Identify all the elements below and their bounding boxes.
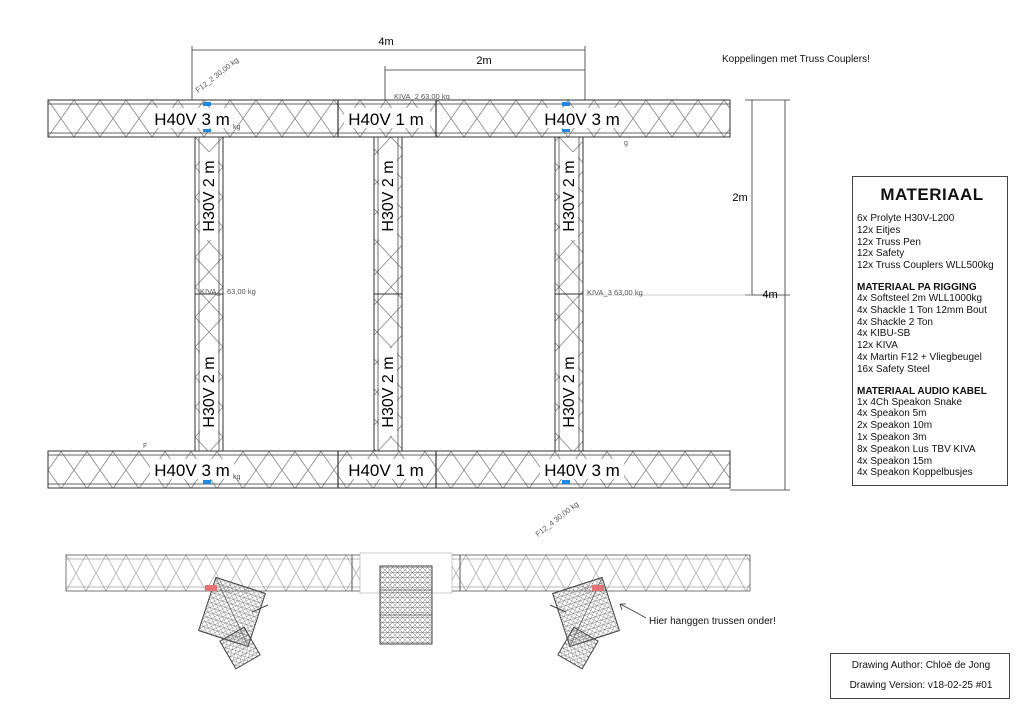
- load-label-kg-top: kg: [233, 124, 241, 131]
- material-items: 6x Prolyte H30V-L200 12x Eitjes 12x Trus…: [857, 213, 1007, 272]
- audio-items: 1x 4Ch Speakon Snake 4x Speakon 5m 2x Sp…: [857, 397, 1007, 480]
- speaker-middle: [379, 565, 433, 645]
- rigging-items: 4x Softsteel 2m WLL1000kg 4x Shackle 1 T…: [857, 293, 1007, 376]
- drawing-author: Drawing Author: Chloë de Jong: [851, 660, 991, 671]
- audio-item: 8x Speakon Lus TBV KIVA: [857, 443, 976, 455]
- load-label-kiva-top: KIVA_2 63,00 kg: [394, 92, 450, 101]
- load-label-kiva-right: KIVA_3 63,00 kg: [587, 288, 643, 297]
- dimension-lines: [191, 46, 790, 491]
- top-beam-segment-label: H40V 3 m: [154, 110, 230, 129]
- column-label-middle-lower: H30V 2 m: [380, 356, 397, 427]
- column-label-middle-upper: H30V 2 m: [380, 160, 397, 231]
- rigging-item: 4x Softsteel 2m WLL1000kg: [857, 292, 983, 304]
- load-label-f12-bottom: F12_4 30,00 kg: [534, 499, 581, 538]
- material-item: 12x Truss Couplers WLL500kg: [857, 260, 994, 272]
- audio-item: 4x Speakon Koppelbusjes: [857, 467, 973, 479]
- rigging-item: 16x Safety Steel: [857, 363, 930, 375]
- rigging-item: 4x Martin F12 + Vliegbeugel: [857, 351, 982, 363]
- load-label-kiva-left: KIVA_1 63,00 kg: [200, 287, 256, 296]
- material-item: 6x Prolyte H30V-L200: [857, 213, 955, 224]
- speaker-right: [549, 576, 621, 670]
- column-right: [554, 136, 584, 452]
- bottom-beam-segment-label: H40V 1 m: [348, 461, 424, 480]
- material-list: MATERIAAL 6x Prolyte H30V-L200 12x Eitje…: [852, 176, 1008, 486]
- bottom-beam-segment-label: H40V 3 m: [154, 461, 230, 480]
- hang-note: Hier hanggen trussen onder!: [649, 616, 776, 627]
- material-item: 12x Truss Pen: [857, 236, 921, 248]
- column-label-right-lower: H30V 2 m: [561, 356, 578, 427]
- column-middle: [373, 136, 403, 452]
- couplers-note: Koppelingen met Truss Couplers!: [722, 54, 870, 65]
- column-left: [194, 136, 224, 452]
- dim-right-upper: 2m: [732, 192, 747, 204]
- load-label-f-fragment: F: [143, 443, 147, 450]
- bottom-beam-segment-label: H40V 3 m: [544, 461, 620, 480]
- audio-item: 4x Speakon 5m: [857, 408, 927, 420]
- column-label-left-lower: H30V 2 m: [201, 356, 218, 427]
- hang-note-arrow: [619, 603, 647, 619]
- rigging-item: 12x KIVA: [857, 340, 898, 352]
- load-label-g-fragment: g: [624, 140, 628, 147]
- drawing-info-box: Drawing Author: Chloë de Jong Drawing Ve…: [830, 653, 1010, 699]
- rigging-item: 4x Shackle 2 Ton: [857, 316, 933, 328]
- dim-right-overall: 4m: [762, 289, 777, 301]
- audio-item: 1x Speakon 3m: [857, 431, 927, 443]
- audio-item: 2x Speakon 10m: [857, 420, 933, 432]
- drawing-version: Drawing Version: v18-02-25 #01: [849, 680, 993, 691]
- top-beam: H40V 3 m H40V 1 m H40V 3 m: [47, 99, 731, 138]
- load-label-kg-bottom: kg: [233, 474, 241, 481]
- top-beam-segment-label: H40V 3 m: [544, 110, 620, 129]
- material-item: 12x Eitjes: [857, 224, 901, 236]
- audio-item: 1x 4Ch Speakon Snake: [857, 396, 963, 408]
- rigging-item: 4x Shackle 1 Ton 12mm Bout: [857, 304, 987, 316]
- rigging-item: 4x KIBU-SB: [857, 328, 911, 340]
- speaker-left: [197, 576, 269, 670]
- material-item: 12x Safety: [857, 248, 905, 260]
- audio-title: MATERIAAL AUDIO KABEL: [857, 385, 987, 397]
- dim-top-overall: 4m: [378, 36, 393, 48]
- top-beam-segment-label: H40V 1 m: [348, 110, 424, 129]
- load-label-f12-top: F12_2 30,00 kg: [194, 55, 241, 94]
- audio-item: 4x Speakon 15m: [857, 455, 933, 467]
- column-label-right-upper: H30V 2 m: [561, 160, 578, 231]
- dim-top-inner: 2m: [476, 55, 491, 67]
- rigging-title: MATERIAAL PA RIGGING: [857, 281, 977, 293]
- material-title: MATERIAAL: [880, 185, 984, 204]
- bottom-beam: H40V 3 m H40V 1 m H40V 3 m: [47, 450, 731, 489]
- column-label-left-upper: H30V 2 m: [201, 160, 218, 231]
